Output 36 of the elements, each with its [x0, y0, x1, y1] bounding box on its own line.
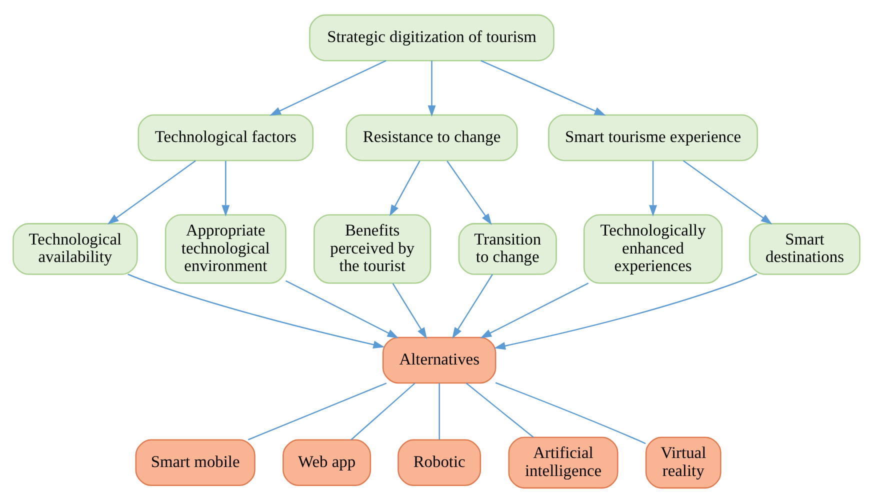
arrow	[428, 60, 436, 117]
node-box: Technological factors	[138, 114, 314, 162]
arrow	[452, 274, 493, 339]
arrow	[683, 160, 772, 224]
connector	[495, 382, 646, 444]
node-box: Web app	[282, 439, 372, 486]
arrow	[480, 60, 606, 116]
arrow	[222, 160, 230, 216]
node-box: Resistance to change	[346, 114, 518, 162]
arrow	[390, 160, 420, 216]
arrow	[285, 280, 399, 338]
node-box: Virtual reality	[645, 436, 722, 489]
node-box: Transition to change	[458, 223, 557, 275]
arrow	[494, 274, 758, 350]
arrow	[392, 283, 427, 339]
node-box: Technological availability	[12, 223, 138, 275]
node-box: Strategic digitization of tourism	[309, 14, 554, 62]
node-box: Smart destinations	[749, 223, 860, 275]
node-box: Benefits perceived by the tourist	[314, 214, 432, 284]
arrow	[480, 282, 589, 338]
node-box: Technologically enhanced experiences	[583, 214, 723, 284]
arrow	[649, 160, 658, 216]
connector	[438, 383, 440, 440]
connector	[350, 382, 416, 440]
arrow	[446, 160, 492, 226]
node-box: Robotic	[398, 439, 482, 486]
arrow	[107, 160, 196, 224]
node-box: Smart tourisme experience	[548, 114, 758, 162]
node-box: Appropriate technological environment	[164, 214, 286, 284]
arrow	[270, 60, 386, 116]
node-box: Artificial intelligence	[508, 436, 618, 489]
connector	[248, 382, 387, 440]
connector	[466, 382, 534, 438]
node-box: Smart mobile	[135, 439, 256, 486]
arrow	[128, 274, 385, 349]
node-box: Alternatives	[382, 336, 496, 384]
